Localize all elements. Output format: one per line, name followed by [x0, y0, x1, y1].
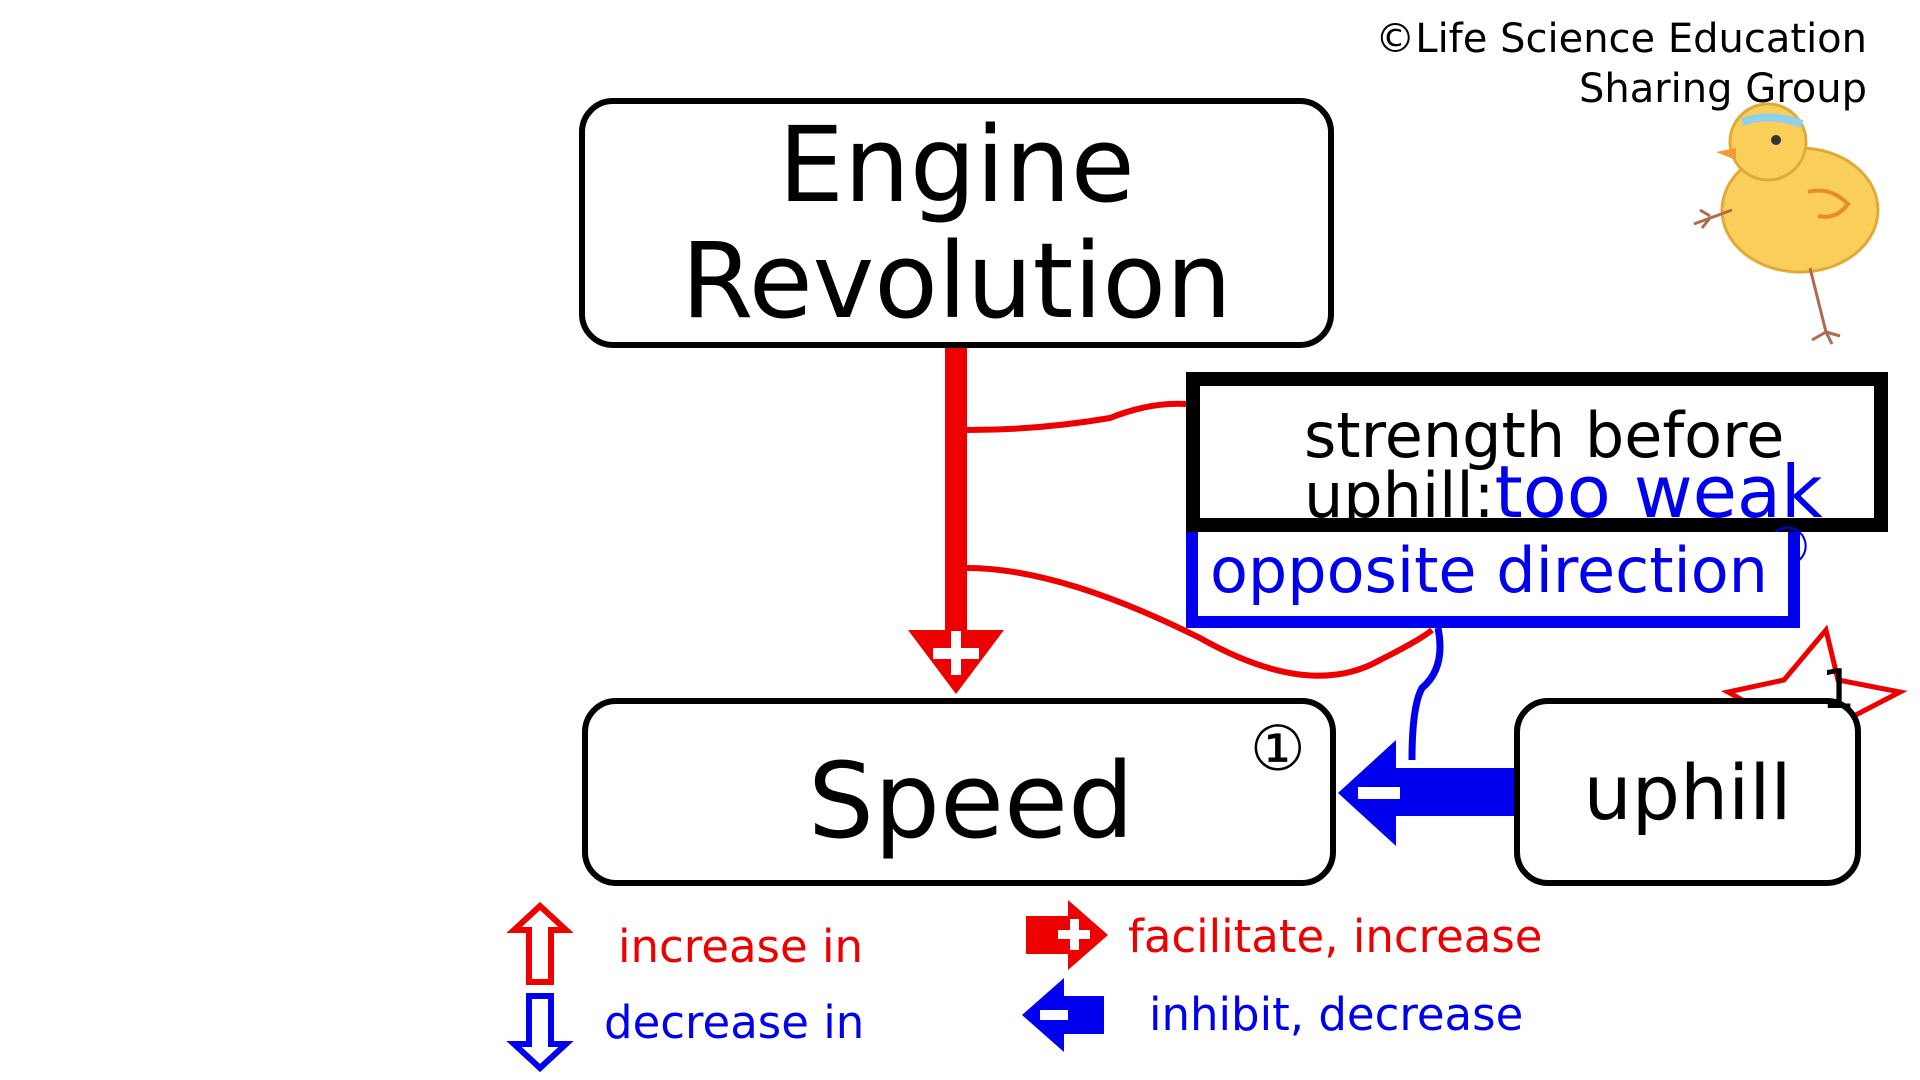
- legend-down-arrow-icon: [506, 993, 574, 1073]
- starburst-number: 1: [1821, 658, 1856, 721]
- engine-to-speed-arrow-shaft: [945, 348, 967, 633]
- strength-red-line: [966, 400, 1187, 433]
- strength-line-2-prefix: uphill:: [1304, 459, 1495, 532]
- opposite-blue-line: [1408, 627, 1444, 761]
- opposite-direction-node: opposite direction: [1186, 532, 1800, 628]
- copyright-line-2: Sharing Group: [1578, 66, 1867, 112]
- uphill-label: uphill: [1583, 747, 1792, 837]
- strength-value: too weak: [1494, 450, 1823, 534]
- plus-sign-v: [951, 631, 961, 675]
- legend-increase-in: increase in: [618, 920, 863, 973]
- speed-marker: ①: [1250, 712, 1306, 785]
- opposite-red-line: [966, 565, 1434, 679]
- engine-line-2: Revolution: [681, 220, 1232, 342]
- minus-sign: [1358, 787, 1400, 799]
- chick-mascot-icon: [1693, 102, 1880, 345]
- legend-up-arrow-icon: [506, 901, 574, 985]
- opposite-label: opposite direction: [1210, 534, 1768, 607]
- copyright-line-1: ©Life Science Education: [1375, 16, 1867, 62]
- uphill-to-speed-arrow-shaft: [1392, 768, 1514, 816]
- legend-inhibit: inhibit, decrease: [1149, 988, 1524, 1041]
- speed-label: Speed: [808, 740, 1135, 862]
- uphill-node: uphill: [1514, 698, 1861, 886]
- legend-decrease-in: decrease in: [604, 996, 865, 1049]
- strength-before-uphill-node: strength before uphill:too weak: [1186, 372, 1888, 532]
- legend-facilitate: facilitate, increase: [1128, 910, 1543, 963]
- engine-line-1: Engine: [778, 104, 1135, 226]
- copyright: ©Life Science Education Sharing Group: [1167, 14, 1867, 114]
- speed-node: Speed: [582, 698, 1336, 886]
- strength-line-1: strength before: [1304, 399, 1785, 472]
- engine-revolution-node: Engine Revolution: [579, 98, 1334, 348]
